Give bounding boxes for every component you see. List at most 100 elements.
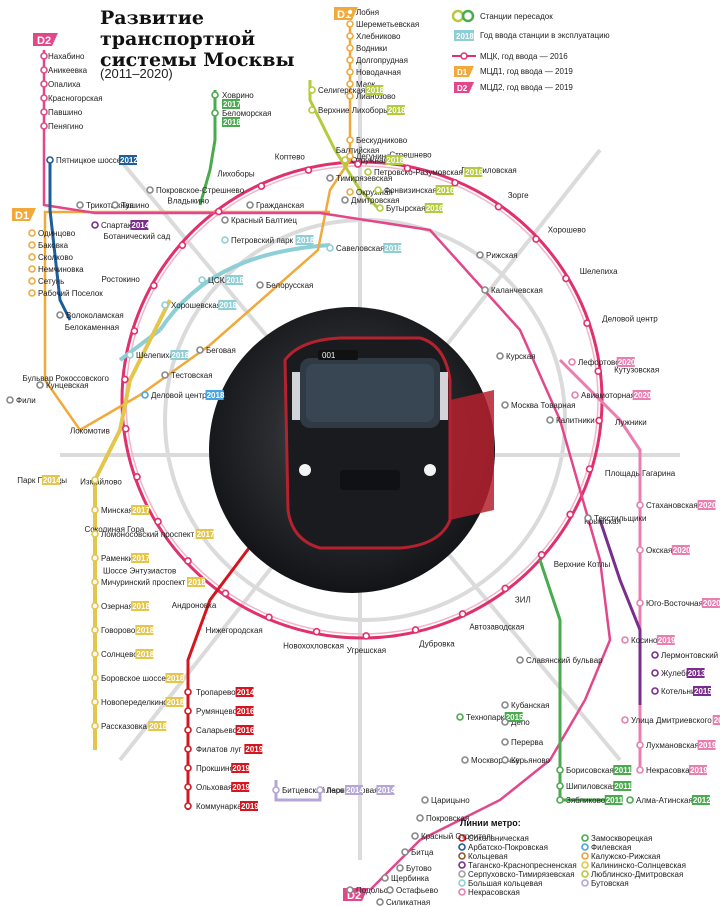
station-dot [141, 391, 149, 399]
year-badge-text: 2019 [658, 636, 676, 645]
mck-station-dot [532, 235, 540, 243]
year-badge-text: 2018 [386, 156, 404, 165]
year-badge-text: 2018 [366, 86, 384, 95]
other-station-dot [36, 381, 44, 389]
svg-text:D2: D2 [457, 84, 468, 93]
station-label: Лобня [356, 8, 379, 17]
mck-station-label: Лихоборы [217, 169, 255, 178]
other-station-label: Москворечье [471, 756, 520, 765]
station-dot [161, 301, 169, 309]
station-dot [91, 221, 99, 229]
olive-north-line [308, 80, 382, 212]
station-dot [308, 86, 316, 94]
station-label: Хлебниково [356, 32, 401, 41]
station-dot [221, 236, 229, 244]
station-dot [28, 277, 36, 285]
bcl-line [158, 243, 331, 332]
pink-east-line [558, 358, 642, 770]
other-station-dot [501, 738, 509, 746]
mck-station-label: Балтийская [336, 146, 379, 155]
other-station-dot [386, 886, 394, 894]
metro-legend-title: Линии метро: [460, 818, 521, 828]
mck-station-label: Локомотив [70, 426, 110, 435]
year-badge-text: 2018 [219, 301, 237, 310]
mck-station-label: Панфиловская [461, 166, 517, 175]
year-badge-text: 2020 [673, 546, 691, 555]
station-label: Пятницкое шоссе [56, 156, 122, 165]
other-station-label: Дмитровская [351, 196, 400, 205]
metro-line-name: Бутовская [591, 879, 629, 888]
year-badge-text: 2016 [437, 186, 455, 195]
metro-line-icon [581, 852, 589, 860]
other-station-label: Курская [506, 352, 535, 361]
year-badge-text: 2017 [197, 530, 215, 539]
station-dot [184, 783, 192, 791]
other-station-label: Калитники [556, 416, 595, 425]
mck-station-label: Белокаменная [65, 323, 119, 332]
year-badge [131, 505, 150, 515]
station-dot [91, 698, 99, 706]
station-dot [341, 156, 349, 164]
station-label: Лефортово [578, 358, 620, 367]
purple-east-line [598, 519, 642, 705]
other-station-label: Перерва [511, 738, 544, 747]
mck-station-label: Бульвар Рокоссовского [23, 374, 110, 383]
year-badge-text: 2018 [388, 106, 406, 115]
d1-tag-top: D1 [334, 7, 358, 21]
station-label: Сколково [38, 253, 74, 262]
other-station-label: Тестовская [171, 371, 213, 380]
station-label: Спартак [101, 221, 132, 230]
year-badge-text: 2014 [131, 221, 149, 230]
station-dot [40, 80, 48, 88]
other-station-dot [256, 281, 264, 289]
station-label: Зябликово [566, 796, 606, 805]
d2-tag-top: D2 [33, 33, 58, 47]
legend: Станции пересадок 2018 Год ввода станции… [451, 9, 610, 93]
mck-station-label: Шелепиха [580, 267, 618, 276]
other-station-dot [111, 201, 119, 209]
station-label: Авиамоторная [581, 391, 635, 400]
other-station-dot [346, 886, 354, 894]
station-dot [91, 626, 99, 634]
legend-d1: МЦД1, год ввода — 2019 [480, 67, 573, 76]
year-badge [130, 220, 149, 230]
other-station-dot [56, 311, 64, 319]
mck-station-label: ЗИЛ [515, 596, 531, 605]
mck-station-dot [304, 166, 313, 174]
d1-tag-left-text: D1 [15, 210, 29, 222]
mck-station-dot [451, 178, 459, 187]
year-badge [170, 350, 189, 360]
mck-station-label: Измайлово [80, 477, 122, 486]
other-station-dot [411, 832, 419, 840]
other-station-label: Тимирязевская [336, 174, 392, 183]
station-label: Раменки [101, 554, 133, 563]
station-label: Солнцево [101, 650, 138, 659]
year-badge [383, 243, 402, 253]
station-label: Шелепиха [136, 351, 174, 360]
station-dot [556, 766, 564, 774]
year-badge-text: 2016 [237, 707, 255, 716]
station-label: Рассказовка [101, 722, 148, 731]
title-line-3: системы Москвы [100, 49, 295, 71]
year-badge-text: 2012 [120, 156, 138, 165]
station-dot [198, 276, 206, 284]
station-dot [28, 253, 36, 261]
d1-tag-left: D1 [12, 208, 36, 222]
year-badge [231, 782, 250, 792]
station-label: Тропарево [196, 688, 236, 697]
station-dot [91, 476, 99, 484]
other-station-label: Белорусская [266, 281, 313, 290]
station-dot [184, 688, 192, 696]
station-label: Окружная [351, 156, 388, 165]
year-badge [345, 785, 363, 795]
d2-line [42, 50, 612, 891]
mck-station-dot [133, 473, 141, 481]
mck-station-dot [562, 274, 570, 283]
metro-line-name: Серпуховско-Тимирязевская [468, 870, 575, 879]
mck-station-dot [257, 182, 266, 190]
year-badge-text: 2018 [226, 276, 244, 285]
station-dot [346, 68, 354, 76]
mck-station-dot [221, 589, 230, 598]
station-dot [28, 289, 36, 297]
station-dot [40, 94, 48, 102]
